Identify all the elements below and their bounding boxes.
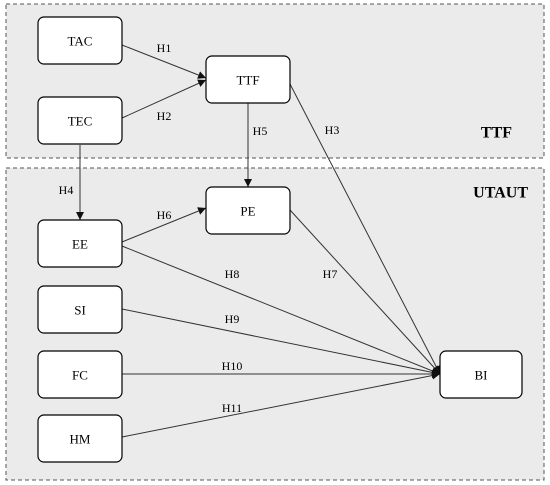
node-pe-label: PE — [240, 204, 255, 219]
edge-h5-label: H5 — [253, 124, 268, 138]
edge-h3 — [289, 83, 441, 375]
edge-h10-label: H10 — [222, 359, 243, 373]
node-hm: HM — [37, 414, 123, 463]
edge-h2-label: H2 — [157, 109, 172, 123]
node-si: SI — [37, 285, 123, 334]
node-pe: PE — [205, 186, 291, 235]
ttf-region-title: TTF — [481, 125, 512, 142]
node-tec-label: TEC — [68, 114, 93, 129]
edge-h6 — [121, 207, 207, 243]
edge-h6-label: H6 — [157, 208, 172, 222]
edge-h9 — [121, 308, 441, 377]
edge-h2 — [121, 79, 207, 119]
node-tec: TEC — [37, 96, 123, 145]
node-ee-label: EE — [72, 237, 88, 252]
edge-h11-label: H11 — [222, 401, 242, 415]
edge-h9-label: H9 — [225, 312, 240, 326]
node-si-label: SI — [74, 303, 86, 318]
edge-h8 — [121, 245, 441, 375]
edge-h7 — [289, 209, 441, 375]
edge-h4-label: H4 — [59, 183, 74, 197]
node-bi: BI — [439, 350, 523, 399]
node-ttf: TTF — [205, 55, 291, 104]
edge-h1 — [121, 44, 207, 79]
node-ee: EE — [37, 219, 123, 268]
node-tac-label: TAC — [68, 34, 93, 49]
node-hm-label: HM — [70, 432, 91, 447]
edge-h11 — [121, 371, 441, 438]
node-ttf-label: TTF — [236, 73, 259, 88]
edge-h7-label: H7 — [323, 267, 338, 281]
edge-h1-label: H1 — [157, 41, 172, 55]
node-fc: FC — [37, 350, 123, 399]
edge-h3-label: H3 — [325, 123, 340, 137]
node-bi-label: BI — [475, 368, 488, 383]
utaut-region-title: UTAUT — [473, 185, 528, 202]
node-tac: TAC — [37, 16, 123, 65]
node-fc-label: FC — [72, 368, 88, 383]
edge-h8-label: H8 — [225, 267, 240, 281]
